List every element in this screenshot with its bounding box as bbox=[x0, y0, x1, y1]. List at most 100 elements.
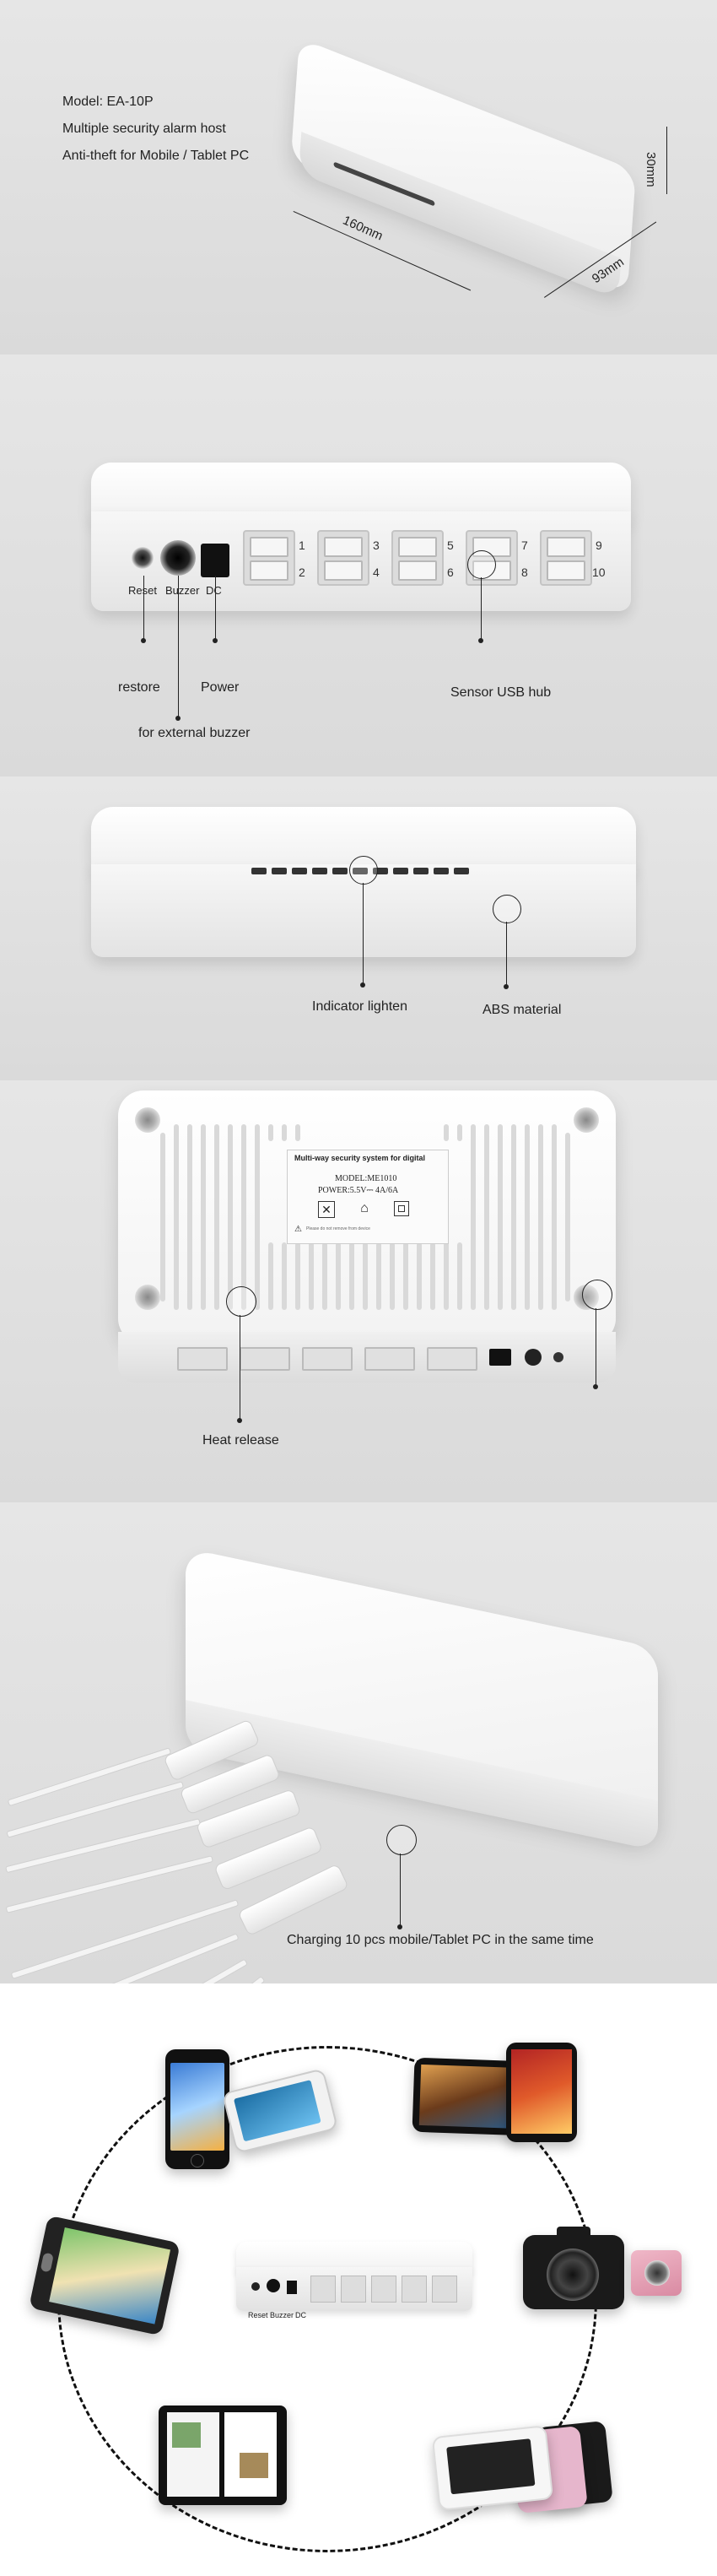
restore-callout-dot bbox=[141, 638, 146, 643]
usb-port-pair bbox=[402, 2276, 427, 2303]
power-callout: Power bbox=[201, 680, 240, 695]
indicator-callout-dot bbox=[360, 982, 365, 988]
side-view-panel: Indicator lighten ABS material bbox=[0, 777, 717, 1080]
usb-port[interactable] bbox=[364, 1347, 415, 1371]
usb-port-pair-3[interactable] bbox=[391, 530, 444, 586]
port-number: 1 bbox=[299, 538, 305, 552]
abs-callout: ABS material bbox=[482, 1003, 562, 1017]
compatible-devices-panel: Reset Buzzer DC bbox=[0, 1983, 717, 2576]
port-number: 5 bbox=[447, 538, 454, 552]
rubber-foot bbox=[574, 1107, 599, 1133]
usb-port-pair-1[interactable] bbox=[243, 530, 295, 586]
reset-button[interactable] bbox=[132, 547, 154, 569]
charging-callout-dot bbox=[397, 1924, 402, 1929]
charging-highlight-ring bbox=[386, 1825, 417, 1855]
product-label-sticker: Multi-way security system for digital MO… bbox=[287, 1150, 449, 1244]
alarm-host-top-view bbox=[288, 38, 637, 327]
foot-callout-dot bbox=[593, 1384, 598, 1389]
port-number: 3 bbox=[373, 538, 380, 552]
usb-port-pair bbox=[432, 2276, 457, 2303]
cable-wire bbox=[10, 1899, 240, 1979]
usb-port-pair-2[interactable] bbox=[317, 530, 369, 586]
camera-icon bbox=[523, 2227, 624, 2309]
sticker-model: MODEL:ME1010 bbox=[335, 1174, 397, 1183]
hub-dc-label: DC bbox=[295, 2311, 306, 2319]
usb-hub-callout-line bbox=[481, 577, 482, 641]
smartphone-icon bbox=[165, 2049, 229, 2169]
center-hub: Reset Buzzer DC bbox=[236, 2242, 472, 2326]
charging-callout-line bbox=[400, 1854, 401, 1926]
usb-port-pair-5[interactable] bbox=[540, 530, 592, 586]
restore-callout: restore bbox=[118, 680, 160, 695]
height-dimension-line bbox=[666, 127, 667, 194]
dc-jack[interactable] bbox=[201, 544, 229, 577]
dc-label: DC bbox=[206, 584, 222, 597]
tablet-icon bbox=[506, 2043, 577, 2142]
usb-port-pair bbox=[341, 2276, 366, 2303]
usb-port-pair bbox=[310, 2276, 336, 2303]
usb-hub-highlight-ring bbox=[467, 550, 496, 579]
power-callout-line bbox=[215, 576, 216, 640]
alarm-host-bottom-view: Multi-way security system for digital MO… bbox=[118, 1090, 616, 1403]
power-callout-dot bbox=[213, 638, 218, 643]
usb-hub-callout-dot bbox=[478, 638, 483, 643]
hub-reset-label: Reset bbox=[248, 2311, 268, 2319]
usb-port[interactable] bbox=[240, 1347, 290, 1371]
port-number: 2 bbox=[299, 566, 305, 579]
indicator-callout: Indicator lighten bbox=[312, 999, 407, 1014]
usb-port[interactable] bbox=[427, 1347, 477, 1371]
bottom-view-panel: Multi-way security system for digital MO… bbox=[0, 1080, 717, 1502]
heat-vents bbox=[160, 1116, 582, 1318]
dc-jack[interactable] bbox=[489, 1349, 511, 1366]
heat-callout-dot bbox=[237, 1418, 242, 1423]
port-number: 8 bbox=[521, 566, 528, 579]
usb-port[interactable] bbox=[177, 1347, 228, 1371]
foot-highlight-ring bbox=[582, 1280, 612, 1310]
ebook-reader-icon bbox=[159, 2406, 287, 2505]
usage-line: Anti-theft for Mobile / Tablet PC bbox=[62, 149, 250, 163]
usb-hub-callout: Sensor USB hub bbox=[450, 685, 552, 700]
front-ports-panel: Reset Buzzer DC 1 2 3 4 5 6 7 8 9 10 res… bbox=[0, 354, 717, 777]
home-icon: ⌂ bbox=[360, 1201, 369, 1215]
weee-icon: ✕ bbox=[318, 1201, 335, 1218]
usb-port-pair bbox=[371, 2276, 396, 2303]
double-insulation-icon bbox=[394, 1201, 409, 1216]
heat-release-highlight-ring bbox=[226, 1286, 256, 1317]
model-line: Model: EA-10P bbox=[62, 95, 154, 109]
charging-panel: Charging 10 pcs mobile/Tablet PC in the … bbox=[0, 1502, 717, 1983]
product-overview-panel: Model: EA-10P Multiple security alarm ho… bbox=[0, 0, 717, 354]
reset-button[interactable] bbox=[553, 1352, 563, 1362]
port-number: 6 bbox=[447, 566, 454, 579]
description-line: Multiple security alarm host bbox=[62, 122, 226, 136]
sticker-power: POWER:5.5V⎓ 4A/6A bbox=[318, 1186, 399, 1195]
rubber-foot bbox=[135, 1107, 160, 1133]
heat-callout: Heat release bbox=[202, 1433, 279, 1448]
warning-icon: ⚠ bbox=[294, 1225, 302, 1234]
abs-highlight-ring bbox=[493, 895, 521, 923]
hub-buzzer-label: Buzzer bbox=[270, 2311, 294, 2319]
buzzer-jack[interactable] bbox=[525, 1349, 542, 1366]
indicator-highlight-ring bbox=[349, 856, 378, 885]
compact-camera-icon bbox=[631, 2250, 682, 2296]
alarm-host-front-view: Reset Buzzer DC 1 2 3 4 5 6 7 8 9 10 bbox=[91, 463, 631, 631]
indicator-callout-line bbox=[363, 883, 364, 984]
sticker-note: Please do not remove from device bbox=[306, 1226, 370, 1231]
sticker-title: Multi-way security system for digital bbox=[294, 1154, 426, 1162]
usb-port[interactable] bbox=[302, 1347, 353, 1371]
buzzer-callout-dot bbox=[175, 716, 181, 721]
cable-wire bbox=[133, 1975, 266, 1983]
bottom-ports-row bbox=[177, 1344, 582, 1374]
port-number: 9 bbox=[596, 538, 602, 552]
abs-callout-dot bbox=[504, 984, 509, 989]
reset-label: Reset bbox=[128, 584, 157, 597]
height-dimension: 30mm bbox=[644, 152, 658, 187]
abs-callout-line bbox=[506, 922, 507, 986]
buzzer-label: Buzzer bbox=[165, 584, 200, 597]
media-player-icon bbox=[431, 2425, 554, 2511]
restore-callout-line bbox=[143, 576, 144, 640]
buzzer-jack[interactable] bbox=[160, 540, 196, 576]
buzzer-callout: for external buzzer bbox=[138, 726, 251, 740]
buzzer-callout-line bbox=[178, 576, 179, 717]
charging-callout: Charging 10 pcs mobile/Tablet PC in the … bbox=[287, 1933, 594, 1947]
port-number: 4 bbox=[373, 566, 380, 579]
